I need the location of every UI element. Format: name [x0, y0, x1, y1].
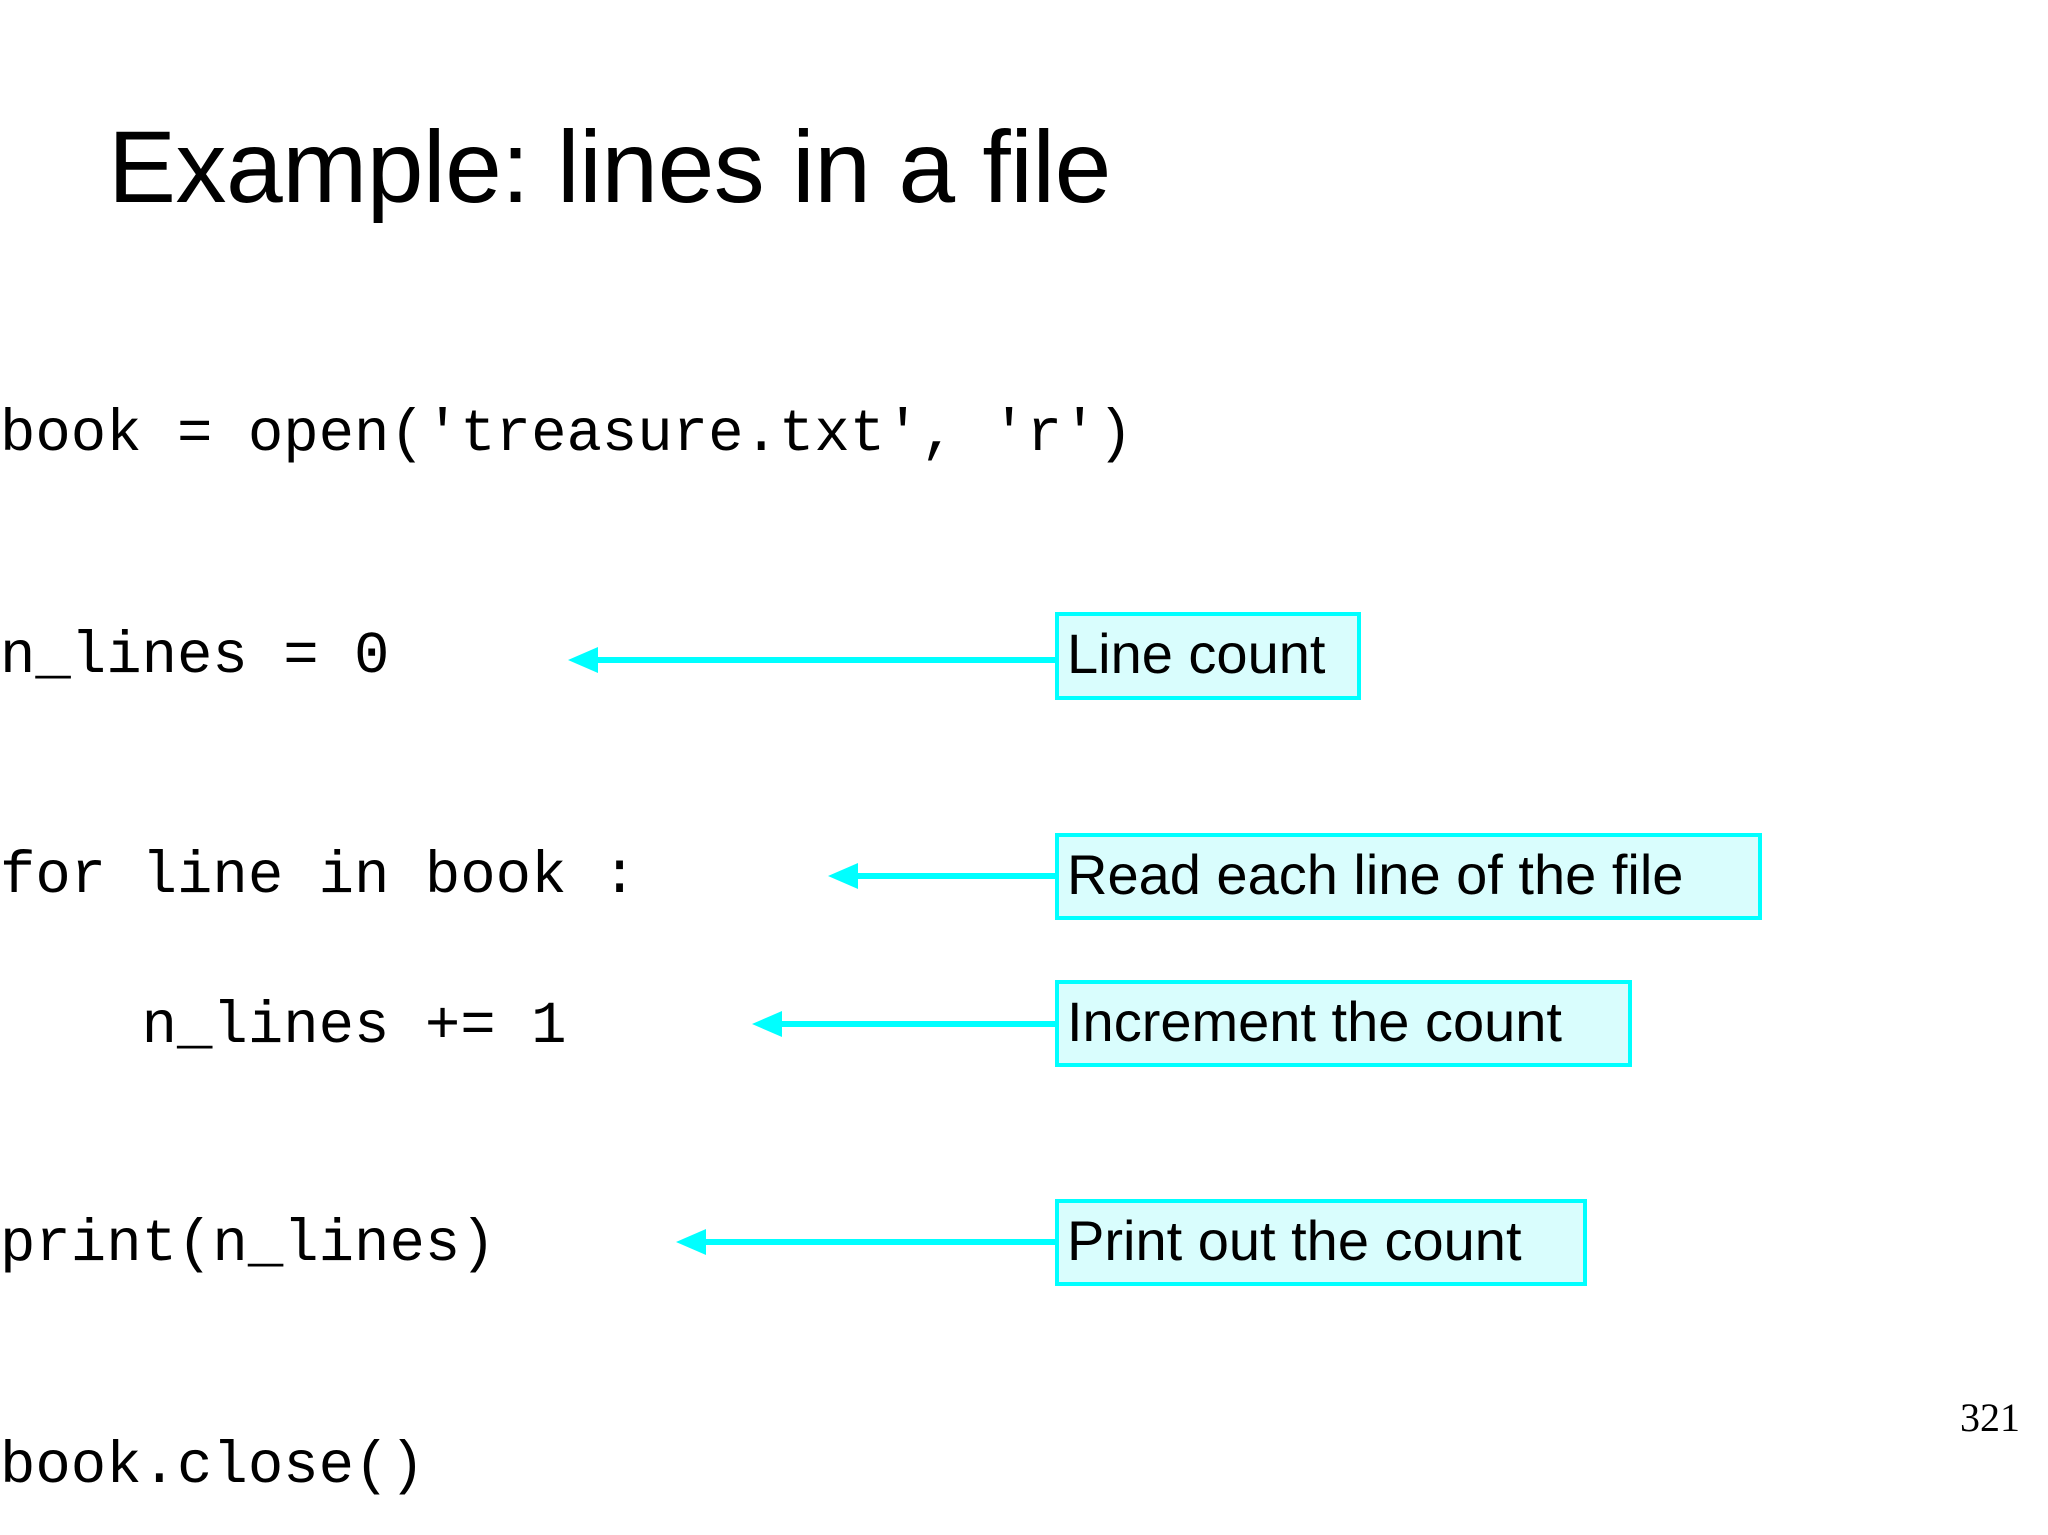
- callout-print-count[interactable]: Print out the count: [1055, 1199, 1587, 1286]
- code-row: for line in book :: [0, 840, 2048, 914]
- code-line-for-loop: for line in book :: [0, 843, 638, 910]
- code-line-open: book = open('treasure.txt', 'r'): [0, 401, 1133, 468]
- callout-label: Read each line of the file: [1067, 842, 1684, 906]
- callout-label: Print out the count: [1067, 1208, 1522, 1272]
- code-row: book.close(): [0, 1430, 2048, 1504]
- code-line-close: book.close(): [0, 1433, 425, 1500]
- code-line-init-counter: n_lines = 0: [0, 623, 390, 690]
- callout-read-each-line[interactable]: Read each line of the file: [1055, 833, 1762, 920]
- page-number: 321: [1960, 1395, 2020, 1440]
- code-row: n_lines += 1: [0, 990, 2048, 1064]
- code-row: n_lines = 0: [0, 620, 2048, 694]
- code-line-increment: n_lines += 1: [0, 993, 567, 1060]
- code-line-print: print(n_lines): [0, 1211, 496, 1278]
- callout-increment-count[interactable]: Increment the count: [1055, 980, 1632, 1067]
- callout-line-count[interactable]: Line count: [1055, 612, 1361, 700]
- page-title: Example: lines in a file: [108, 110, 1111, 224]
- code-row: print(n_lines): [0, 1208, 2048, 1282]
- code-row: book = open('treasure.txt', 'r'): [0, 398, 2048, 472]
- callout-label: Line count: [1067, 622, 1326, 685]
- callout-label: Increment the count: [1067, 989, 1562, 1053]
